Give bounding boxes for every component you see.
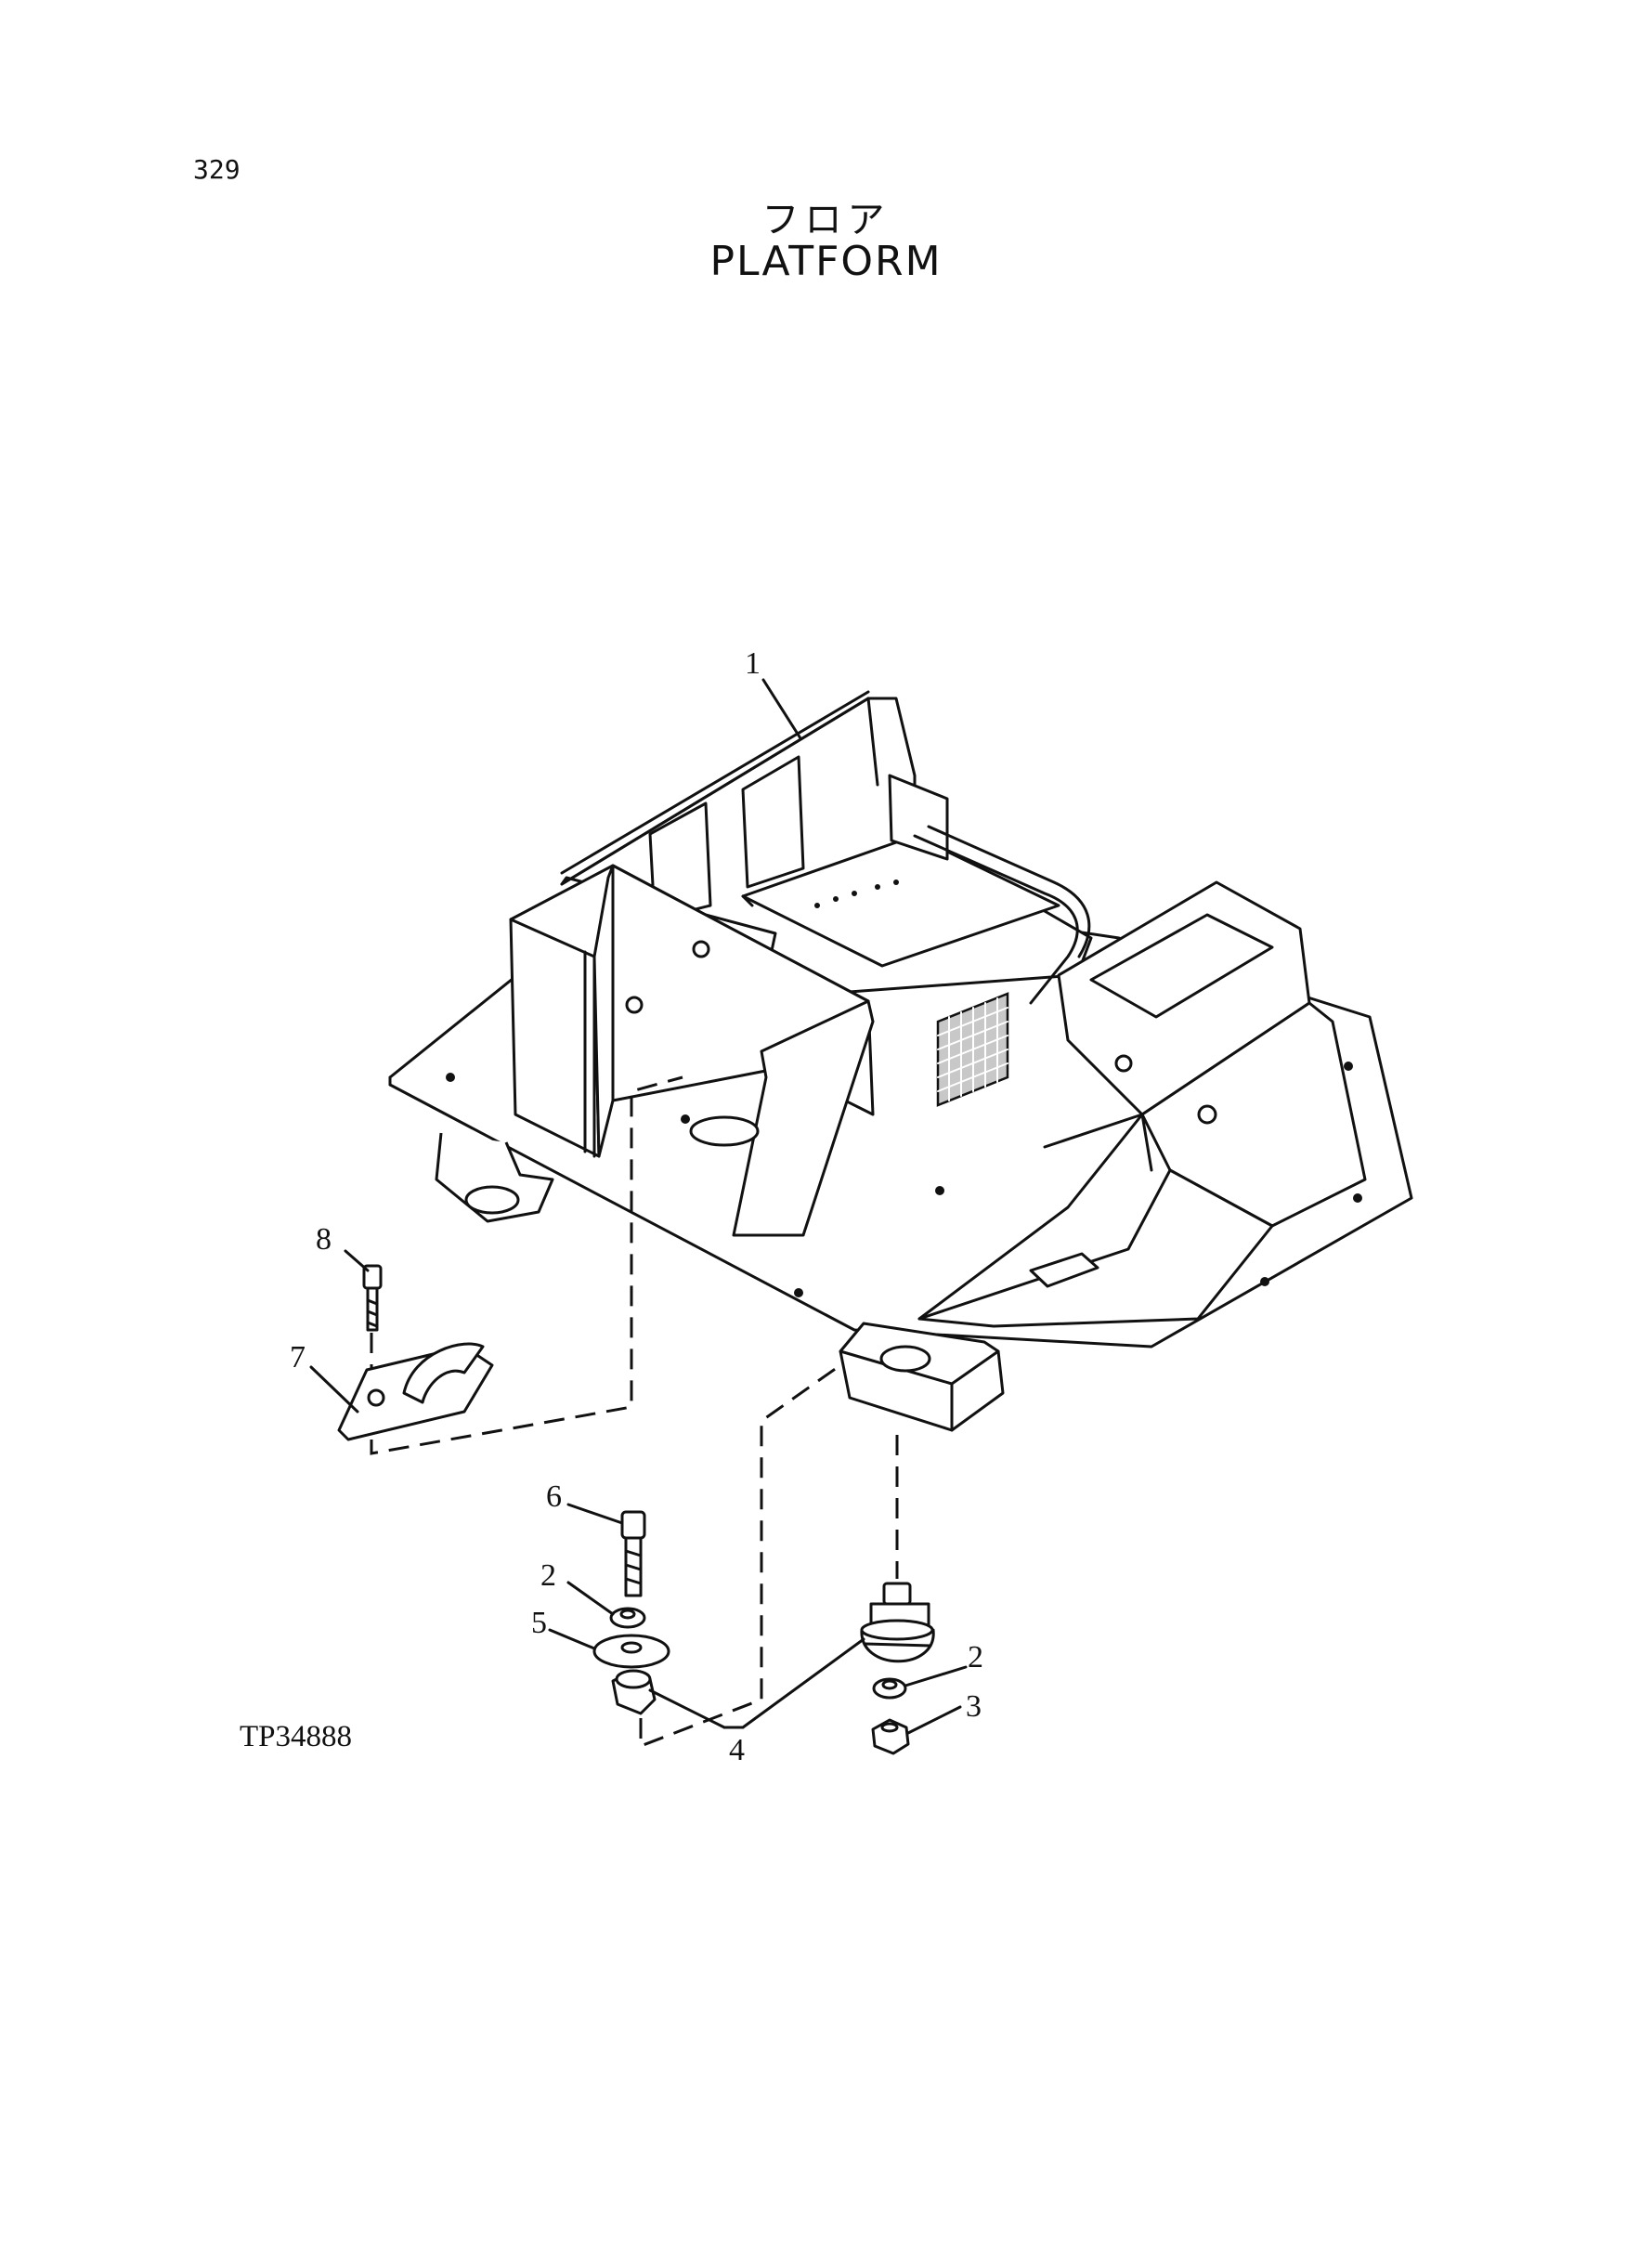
left-console	[509, 864, 875, 1237]
washer-item-2-left	[609, 1607, 646, 1629]
callout-6: 6	[546, 1479, 562, 1514]
callout-2-right: 2	[968, 1640, 983, 1674]
callout-4: 4	[729, 1733, 745, 1767]
figure-code: TP34888	[240, 1720, 353, 1753]
mount-pad-left	[435, 1132, 554, 1223]
leader-lines	[309, 678, 968, 1735]
leader-dashed-4-pad	[639, 1363, 841, 1749]
page-title-japanese: フロア	[761, 199, 891, 241]
nut-item-3	[871, 1718, 910, 1755]
callout-8: 8	[316, 1222, 332, 1257]
mount-pad-right	[839, 1322, 1005, 1432]
washer-item-2-right	[872, 1677, 907, 1700]
page-title: PLATFORM	[709, 238, 943, 285]
callout-5: 5	[531, 1606, 547, 1640]
callout-3: 3	[966, 1689, 982, 1724]
rubber-mount-item-4	[860, 1582, 935, 1663]
bracket-item-7	[337, 1342, 494, 1441]
callout-7: 7	[290, 1340, 306, 1375]
callout-1: 1	[745, 646, 761, 681]
mount-bushing-left	[611, 1669, 657, 1715]
leader-dashed-7-plate	[370, 1075, 683, 1455]
rear-frame	[560, 690, 1093, 1005]
page-number: 329	[193, 154, 241, 185]
bolt-item-8	[362, 1264, 383, 1332]
right-console	[917, 880, 1367, 1328]
washer-item-5	[592, 1634, 670, 1669]
vent-grille	[936, 992, 1009, 1107]
bolt-item-6	[620, 1510, 646, 1597]
callout-2-left: 2	[540, 1558, 556, 1593]
callouts: 1 8 7 6 2 5 4 2 3	[290, 646, 983, 1767]
